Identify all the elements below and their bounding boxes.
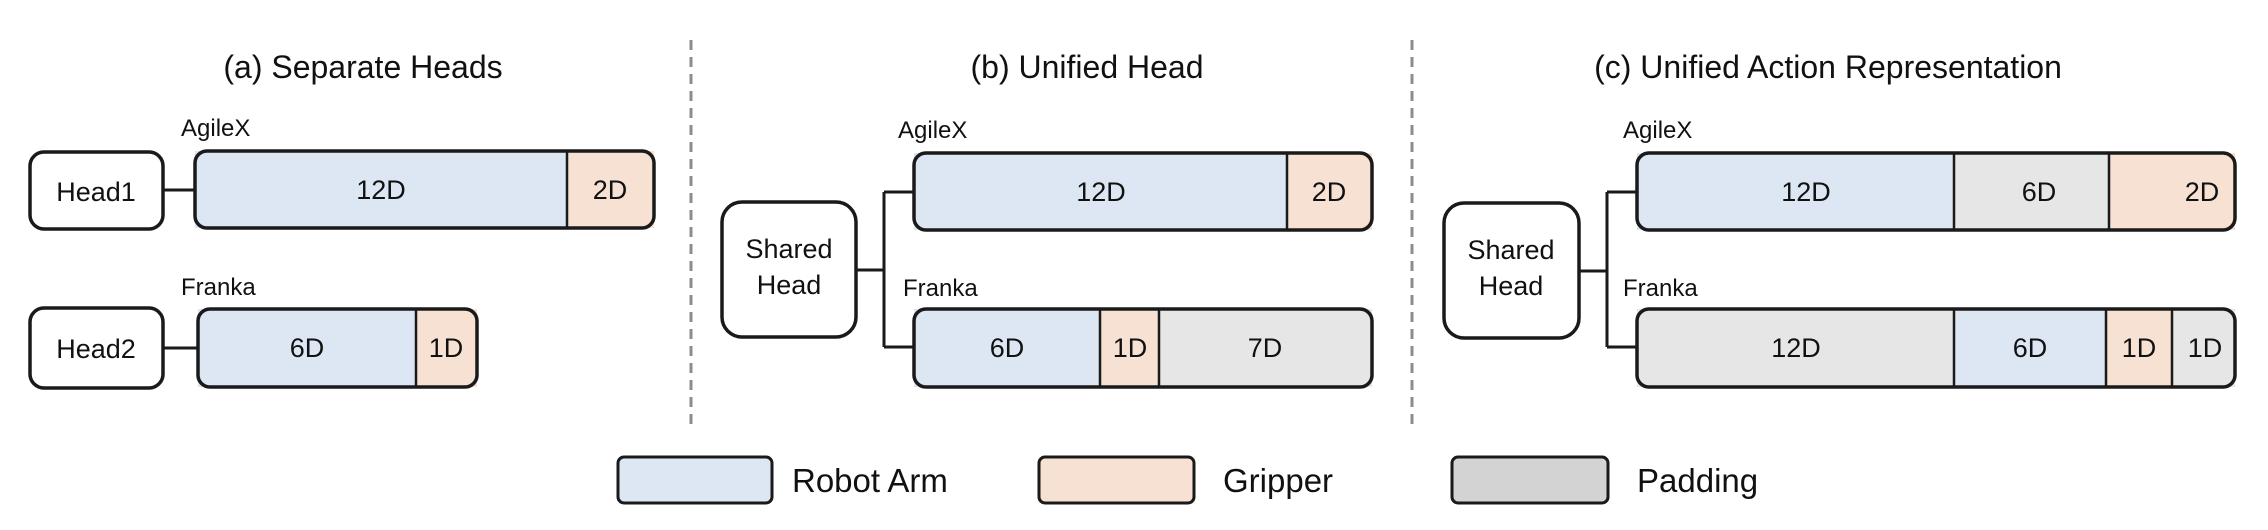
segment-gripper xyxy=(567,151,654,228)
segment-robot-arm xyxy=(198,309,416,387)
panel-title: (a) Separate Heads xyxy=(223,49,502,85)
head-label: Head2 xyxy=(56,334,136,364)
legend-item-padding: Padding xyxy=(1450,455,1758,505)
segment-label: 1D xyxy=(2188,333,2223,363)
vector-outline xyxy=(193,149,656,230)
head-label: Head1 xyxy=(56,177,136,207)
robot-label: AgileX xyxy=(1623,117,1692,144)
action-vector: 6D 1D xyxy=(196,307,479,389)
segment-label: 6D xyxy=(990,333,1025,363)
robot-label: AgileX xyxy=(898,117,967,144)
legend-swatch xyxy=(1037,455,1196,505)
segment-gripper xyxy=(1287,153,1372,230)
segment-label: 7D xyxy=(1248,333,1283,363)
segment-label: 6D xyxy=(2022,177,2057,207)
action-vector: 12D 6D 1D 1D xyxy=(1635,307,2237,389)
segment-label: 1D xyxy=(429,333,464,363)
legend-swatch xyxy=(616,455,774,505)
vector-outline xyxy=(196,307,479,389)
legend-swatch xyxy=(1450,455,1610,505)
robot-label: Franka xyxy=(181,274,256,301)
segment-label: 1D xyxy=(2122,333,2157,363)
vector-outline xyxy=(1635,151,2237,232)
segment-padding xyxy=(2172,309,2235,387)
segment-robot-arm xyxy=(1637,153,1954,230)
panel-title: (c) Unified Action Representation xyxy=(1594,49,2062,85)
connector-bracket xyxy=(1579,190,1637,349)
legend-label: Padding xyxy=(1637,462,1758,499)
robot-label: Franka xyxy=(903,275,978,302)
segment-gripper xyxy=(416,309,477,387)
vector-outline xyxy=(912,151,1374,232)
segment-label: 12D xyxy=(1771,333,1821,363)
segment-label: 2D xyxy=(2185,177,2220,207)
segment-gripper xyxy=(1100,309,1159,387)
panel-unified-action-representation: (c) Unified Action Representation Shared… xyxy=(1442,49,2237,389)
action-vector: 12D 6D 2D xyxy=(1635,151,2237,232)
segment-robot-arm xyxy=(1954,309,2106,387)
action-vector: 6D 1D 7D xyxy=(912,307,1374,389)
robot-label: AgileX xyxy=(181,115,250,142)
segment-robot-arm xyxy=(914,309,1100,387)
segment-padding xyxy=(1159,309,1372,387)
segment-label: 6D xyxy=(2013,333,2048,363)
vector-outline xyxy=(912,307,1374,389)
segment-gripper xyxy=(2109,153,2235,230)
segment-padding xyxy=(1637,309,1954,387)
segment-label: 12D xyxy=(1076,177,1126,207)
legend-label: Gripper xyxy=(1223,462,1333,499)
vector-outline xyxy=(1635,307,2237,389)
segment-label: 6D xyxy=(290,333,325,363)
robot-label: Franka xyxy=(1623,275,1698,302)
segment-label: 12D xyxy=(356,175,406,205)
panel-separate-heads: (a) Separate Heads Head1 AgileX 12D 2D H… xyxy=(28,49,656,390)
connector-bracket xyxy=(856,190,914,349)
segment-label: 1D xyxy=(1113,333,1148,363)
action-vector: 12D 2D xyxy=(912,151,1374,232)
action-vector: 12D 2D xyxy=(193,149,656,230)
segment-padding xyxy=(1954,153,2109,230)
legend-label: Robot Arm xyxy=(792,462,948,499)
panel-title: (b) Unified Head xyxy=(971,49,1204,85)
legend-item-gripper: Gripper xyxy=(1037,455,1333,505)
segment-label: 2D xyxy=(1312,177,1347,207)
segment-label: 12D xyxy=(1781,177,1831,207)
legend-item-robot-arm: Robot Arm xyxy=(616,455,948,505)
segment-robot-arm xyxy=(195,151,567,228)
segment-label: 2D xyxy=(593,175,628,205)
segment-robot-arm xyxy=(914,153,1287,230)
legend: Robot Arm Gripper Padding xyxy=(616,455,1758,505)
segment-gripper xyxy=(2106,309,2172,387)
